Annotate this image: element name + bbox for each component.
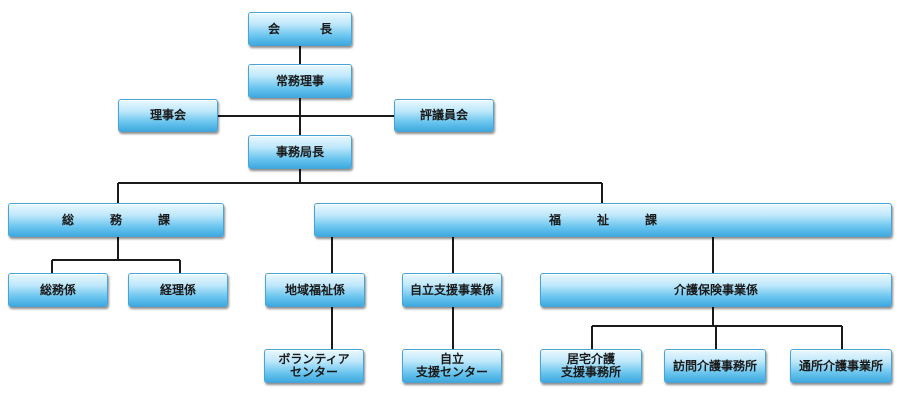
accounting-section-box[interactable]: 経理係 [128, 273, 228, 307]
accounting-section-label: 経理係 [159, 282, 196, 297]
community-welfare-section-box[interactable]: 地域福祉係 [265, 273, 365, 307]
home-care-support-office-label: 居宅介護 支援事務所 [560, 352, 621, 379]
independence-support-center-label: 自立 支援センター [415, 352, 488, 379]
board-of-directors-label: 理事会 [149, 108, 186, 122]
day-care-office-box[interactable]: 通所介護事業所 [790, 349, 892, 383]
care-insurance-section-label: 介護保険事業係 [673, 282, 758, 297]
councillors-box[interactable]: 評議員会 [394, 99, 494, 132]
councillors-label: 評議員会 [419, 108, 468, 122]
secretary-general-label: 事務局長 [275, 144, 324, 159]
community-welfare-section-label: 地域福祉係 [284, 282, 345, 297]
executive-director-label: 常務理事 [275, 73, 324, 88]
chairman-label: 会 長 [267, 21, 346, 36]
volunteer-center-label: ボランティア センター [278, 352, 350, 379]
board-of-directors-box[interactable]: 理事会 [118, 99, 218, 132]
general-affairs-section-box[interactable]: 総務係 [8, 273, 108, 307]
independence-support-section-box[interactable]: 自立支援事業係 [402, 273, 502, 307]
independence-support-section-label: 自立支援事業係 [409, 282, 494, 297]
executive-director-box[interactable]: 常務理事 [248, 64, 352, 98]
home-care-support-office-box[interactable]: 居宅介護 支援事務所 [540, 349, 642, 383]
welfare-division-box[interactable]: 福 祉 課 [314, 203, 892, 237]
chairman-box[interactable]: 会 長 [248, 12, 352, 46]
volunteer-center-box[interactable]: ボランティア センター [264, 349, 364, 383]
general-affairs-division-label: 総 務 課 [61, 212, 182, 227]
general-affairs-division-box[interactable]: 総 務 課 [8, 203, 224, 237]
care-insurance-section-box[interactable]: 介護保険事業係 [540, 273, 892, 307]
day-care-office-label: 通所介護事業所 [798, 358, 883, 373]
home-visit-care-office-label: 訪問介護事務所 [672, 358, 757, 373]
welfare-division-label: 福 祉 課 [548, 212, 669, 227]
secretary-general-box[interactable]: 事務局長 [248, 135, 352, 169]
independence-support-center-box[interactable]: 自立 支援センター [402, 349, 502, 383]
home-visit-care-office-box[interactable]: 訪問介護事務所 [664, 349, 766, 383]
general-affairs-section-label: 総務係 [39, 282, 76, 297]
